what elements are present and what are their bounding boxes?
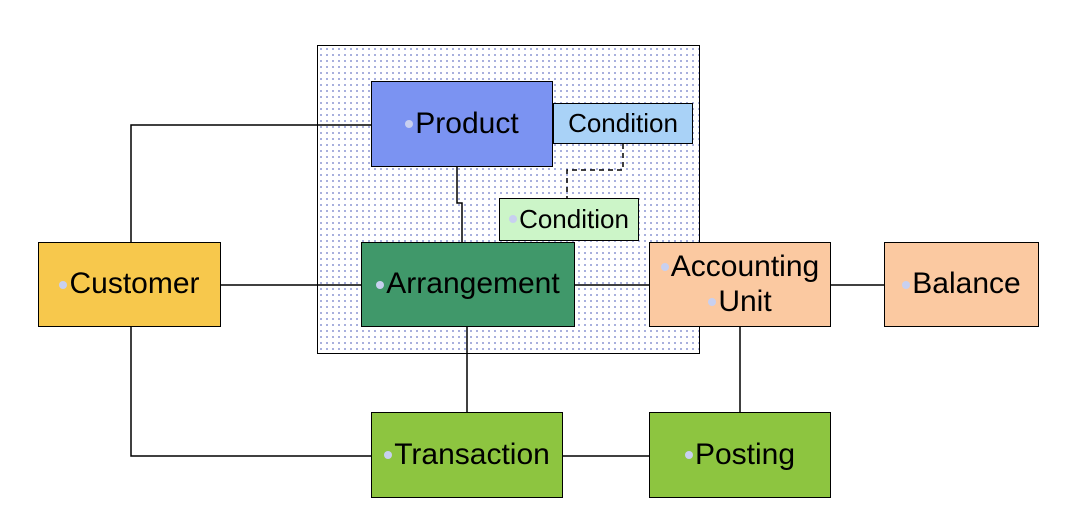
bullet-icon: [708, 297, 717, 306]
connector-conditions-dashed: [566, 144, 624, 198]
bullet-icon: [376, 280, 385, 289]
arrangement-condition-label: Condition: [519, 203, 629, 234]
transaction-box: Transaction: [371, 412, 563, 498]
bullet-icon: [660, 263, 669, 272]
posting-box: Posting: [649, 412, 831, 498]
product-condition-label: Condition: [568, 107, 678, 138]
customer-label: Customer: [69, 267, 200, 301]
accounting-unit-label-line1: Accounting: [670, 250, 820, 283]
connector-customer-transaction: [130, 327, 371, 457]
arrangement-label: Arrangement: [386, 267, 560, 301]
accounting-unit-label-line2: Unit: [718, 284, 772, 318]
bullet-icon: [59, 280, 68, 289]
balance-box: Balance: [884, 242, 1039, 327]
accounting-unit-box: Accounting Unit: [649, 242, 831, 327]
bullet-icon: [405, 120, 414, 128]
product-label: Product: [415, 106, 519, 140]
connector-product-arrangement: [456, 167, 463, 242]
customer-box: Customer: [38, 242, 221, 327]
bullet-icon: [684, 451, 693, 459]
product-box: Product: [371, 81, 553, 167]
arrangement-box: Arrangement: [361, 242, 575, 327]
arrangement-condition-box: Condition: [499, 198, 639, 241]
transaction-label: Transaction: [394, 437, 550, 471]
bullet-icon: [384, 451, 393, 459]
bullet-icon: [509, 215, 518, 224]
bullet-icon: [902, 280, 911, 289]
posting-label: Posting: [694, 437, 796, 471]
product-condition-box: Condition: [553, 103, 693, 144]
balance-label: Balance: [912, 267, 1021, 301]
connector-customer-product: [130, 124, 371, 242]
